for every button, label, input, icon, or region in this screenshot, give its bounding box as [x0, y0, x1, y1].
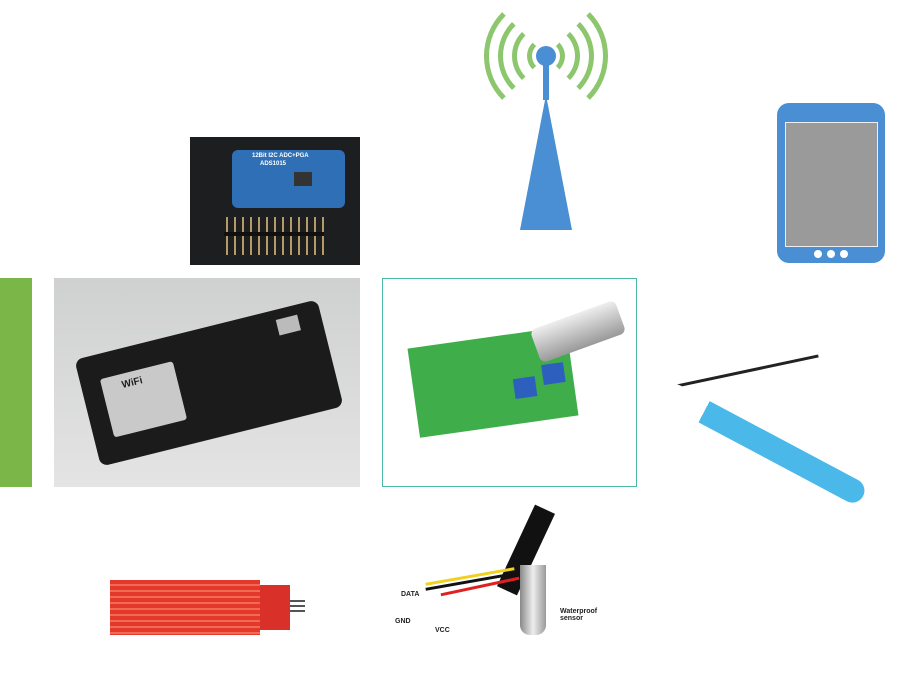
- water-level-sensor-image: [110, 580, 305, 635]
- adc-module-image: 12Bit I2C ADC+PGA ADS1015: [190, 137, 360, 265]
- wireless-tower-icon: [480, 0, 615, 235]
- adc-chip-label: ADS1015: [260, 161, 287, 167]
- ph-board-image: [382, 278, 637, 487]
- vcc-wire-label: VCC: [435, 627, 450, 634]
- waterproof-sensor-label: Waterproof sensor: [560, 608, 598, 622]
- gnd-wire-label: GND: [395, 618, 411, 625]
- smartphone-icon: [777, 103, 885, 263]
- data-wire-label: DATA: [401, 591, 420, 598]
- nodemcu-image: WiFi: [54, 278, 360, 487]
- adc-board-label: 12Bit I2C ADC+PGA: [252, 153, 309, 159]
- wifi-label: WiFi: [120, 375, 144, 391]
- ph-probe-image: [658, 340, 900, 507]
- green-image-edge: [0, 278, 32, 487]
- temperature-probe-image: DATA GND VCC Waterproof sensor: [395, 504, 620, 640]
